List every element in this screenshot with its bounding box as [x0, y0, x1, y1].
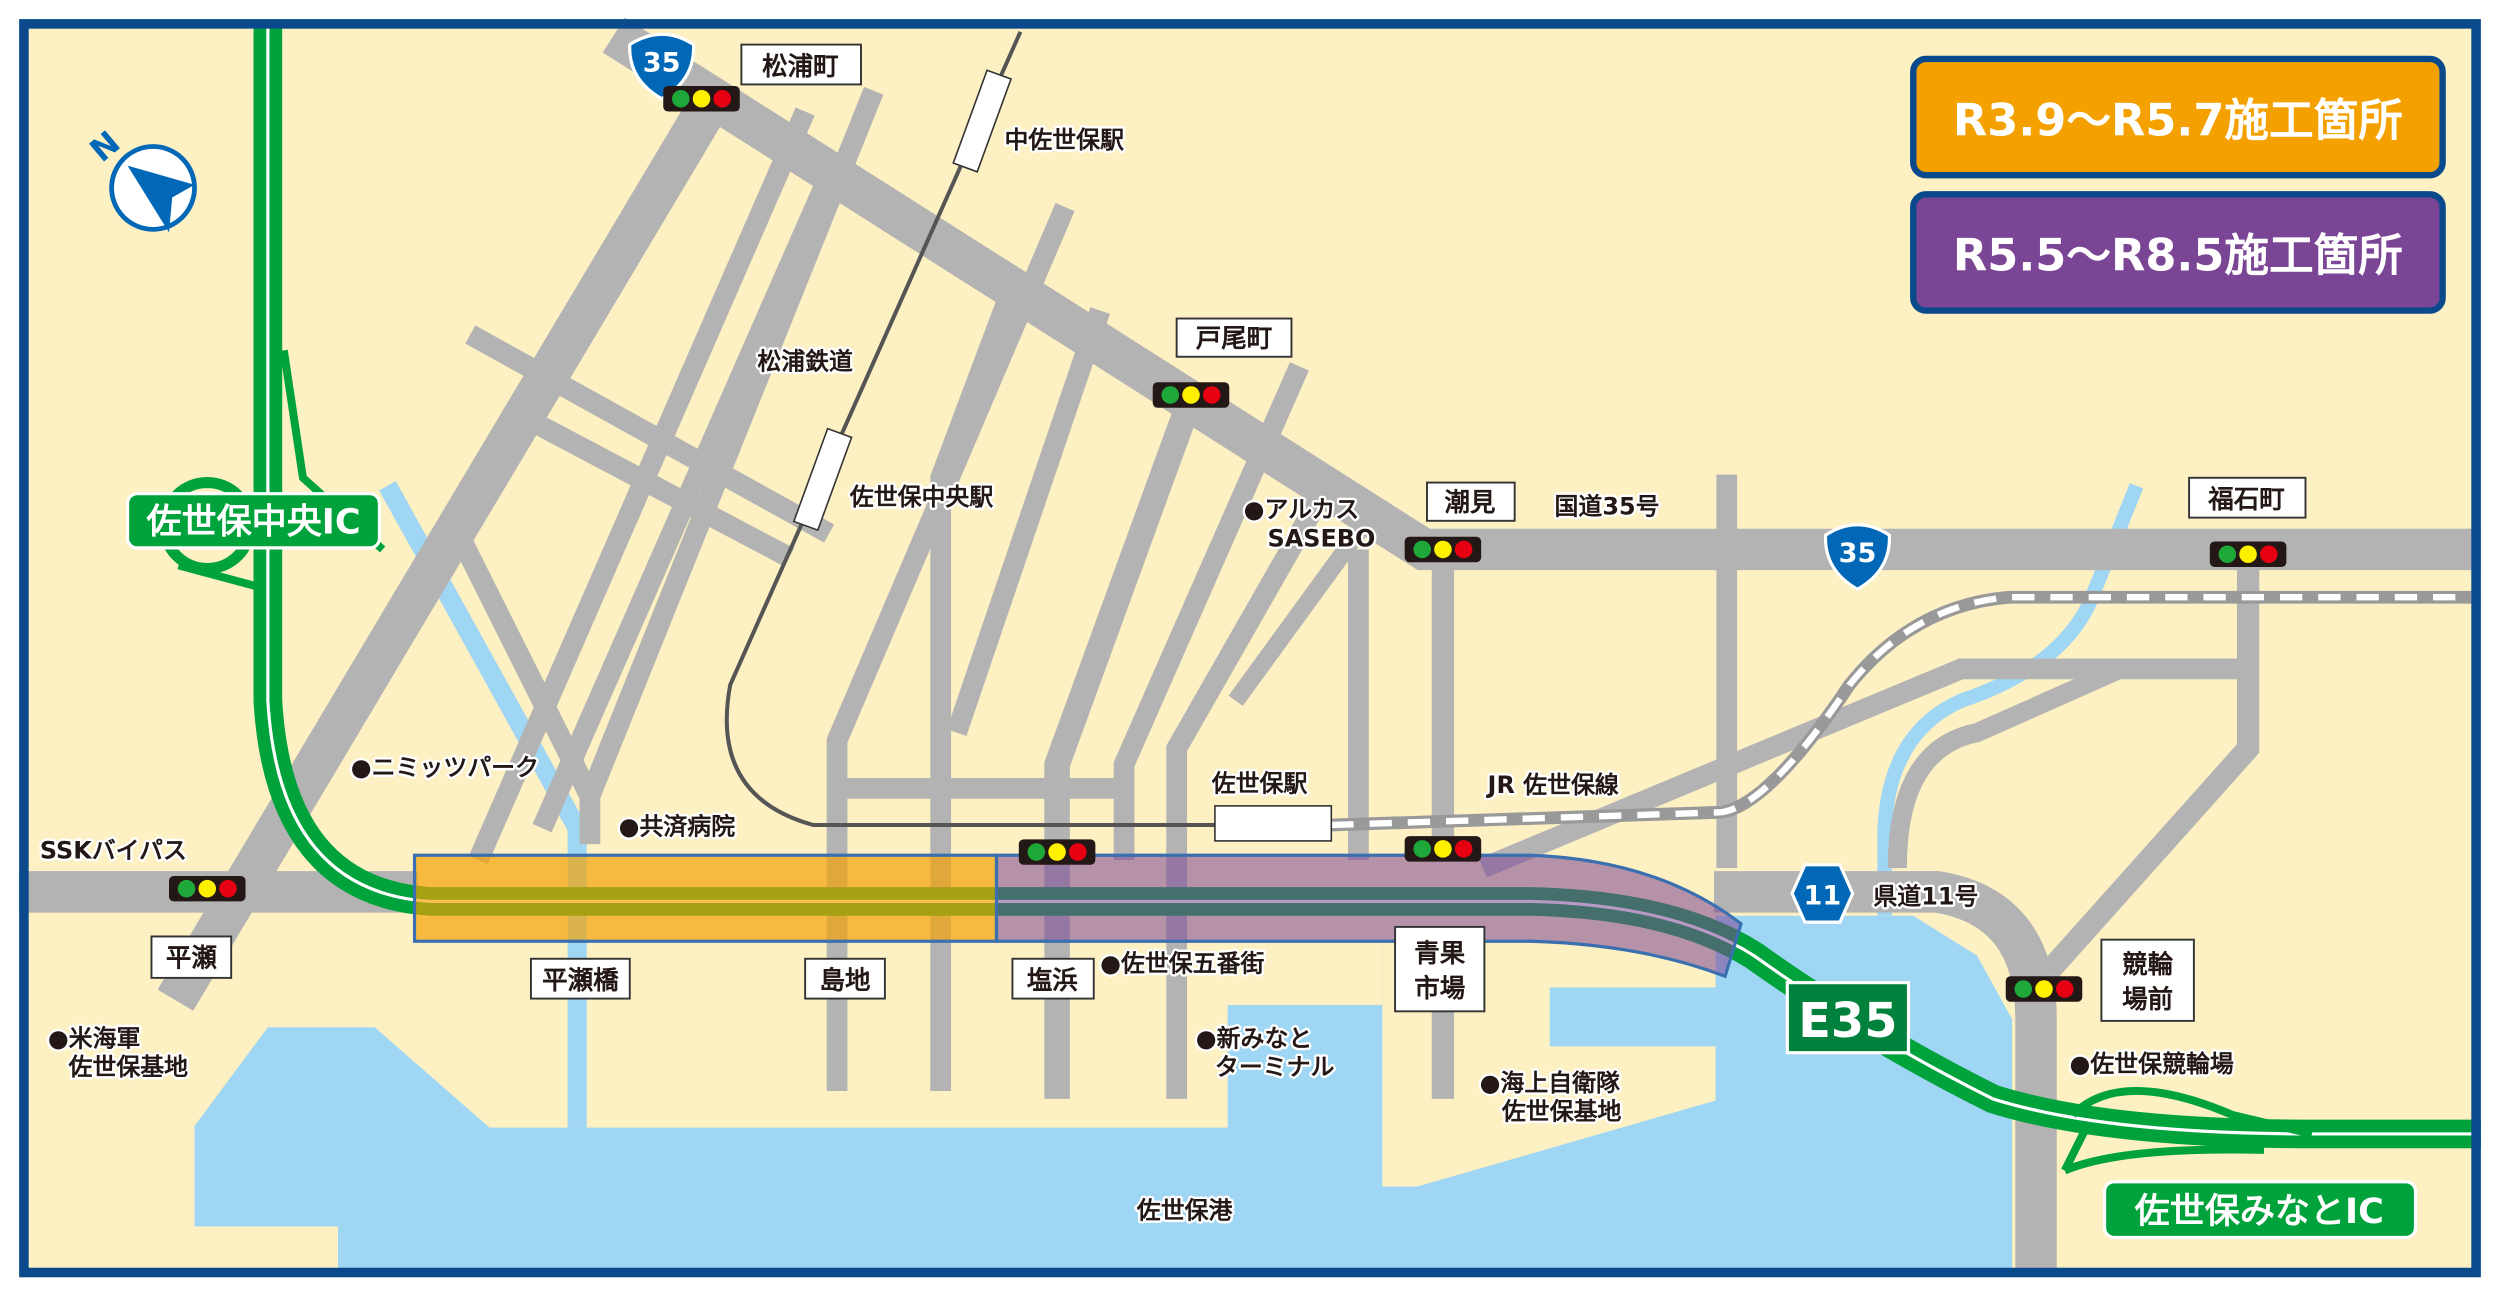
svg-text:松浦町: 松浦町 [762, 52, 838, 82]
intersection-label: 戸尾町 [1175, 317, 1293, 358]
traffic-signal-icon [1152, 382, 1230, 408]
pref-road11-number: 11 [1804, 881, 1842, 912]
matsuura-railway-line [724, 31, 1215, 827]
label-route35: 国道35号 [1555, 492, 1660, 520]
label-ssk-bypass: SSKバイパス [40, 836, 187, 864]
intersection-label: 島地 [804, 957, 886, 1000]
label-shin-minato-terminal: ターミナル [1215, 1053, 1335, 1081]
svg-text:市場: 市場 [1414, 974, 1465, 1004]
svg-text:場前: 場前 [2122, 985, 2173, 1015]
station-naka-sasebo [952, 69, 1013, 173]
minato-ic-label: 佐世保みなとIC [2102, 1180, 2418, 1240]
place-labels: 中佐世保駅 松浦鉄道 佐世保中央駅 ●アルカス SASEBO 国道35号 佐世保… [37, 124, 2236, 1227]
svg-text:競輪: 競輪 [2122, 950, 2174, 980]
jr-sasebo-line-dash [1331, 594, 2481, 829]
river [379, 481, 587, 1128]
pref-road11-hexagon-icon: 11 [1790, 863, 1855, 924]
label-us-navy-base: 佐世保基地 [68, 1053, 189, 1081]
intersection-label: 平瀬 [150, 935, 233, 979]
svg-text:福石町: 福石町 [2207, 485, 2284, 515]
intersection-label: 松浦町 [740, 43, 862, 86]
svg-text:塩浜: 塩浜 [1027, 966, 1078, 996]
intersection-label: 潮見 [1426, 481, 1516, 522]
harbor-water [194, 915, 2013, 1275]
label-jr-line: JR 佐世保線 [1486, 771, 1619, 799]
legend-phase1-label: R3.9〜R5.7施工箇所 [1953, 94, 2403, 146]
traffic-signals [169, 86, 2287, 1002]
traffic-signal-icon [2005, 976, 2083, 1002]
label-keirin-track: ●佐世保競輪場 [2070, 1050, 2234, 1078]
label-kyosai-hospital: ●共済病院 [619, 813, 736, 841]
station-sasebo-chuo [792, 427, 853, 532]
route35-shield-icon: 35 [628, 32, 696, 101]
station-sasebo [1214, 805, 1333, 842]
intersection-label: 塩浜 [1011, 957, 1095, 1000]
label-arkas: ●アルカス [1244, 496, 1360, 524]
label-matsuura-railway: 松浦鉄道 [757, 348, 853, 376]
svg-text:平瀬橋: 平瀬橋 [542, 966, 619, 996]
svg-text:戸尾町: 戸尾町 [1196, 324, 1272, 354]
label-us-navy: ●米海軍 [48, 1024, 141, 1052]
label-pref-road11: 県道11号 [1873, 883, 1978, 911]
central-ic-label: 佐世保中央IC [125, 492, 382, 550]
traffic-signal-icon [663, 86, 740, 112]
intersection-label: 福石町 [2188, 476, 2307, 519]
map-border [19, 19, 2481, 1278]
label-nimitz-park: ●ニミッツパーク [351, 754, 539, 782]
label-shin-minato: ●新みなと [1196, 1024, 1312, 1052]
label-naka-sasebo-station: 中佐世保駅 [1004, 126, 1124, 154]
legend-phase2: R5.5〜R8.5施工箇所 [1910, 191, 2446, 314]
label-jmsdf-base: 佐世保基地 [1501, 1098, 1622, 1126]
traffic-signal-icon [1404, 536, 1482, 563]
expressway-e35-sign: E35 [1785, 981, 1911, 1055]
label-sasebo-chuo-station: 佐世保中央駅 [849, 483, 994, 511]
svg-text:佐世保中央IC: 佐世保中央IC [145, 502, 360, 543]
label-jmsdf: ●海上自衛隊 [1480, 1069, 1620, 1097]
legend-phase1: R3.9〜R5.7施工箇所 [1910, 55, 2446, 179]
svg-text:青果: 青果 [1414, 939, 1466, 969]
road-network [19, 17, 2481, 1275]
legend-phase2-label: R5.5〜R8.5施工箇所 [1953, 230, 2403, 282]
construction-phase2-area [994, 853, 1743, 979]
label-gobangai: ●佐世保五番街 [1100, 950, 1264, 978]
traffic-signal-icon [2209, 541, 2287, 567]
label-sasebo-station: 佐世保駅 [1211, 770, 1308, 798]
label-harbor: 佐世保港 [1136, 1196, 1234, 1224]
intersection-label: 平瀬橋 [529, 957, 631, 1000]
route35-shield-icon: 35 [1823, 523, 1891, 592]
e35-label: E35 [1798, 994, 1897, 1049]
construction-phase1-area [412, 853, 999, 943]
svg-text:島地: 島地 [820, 966, 872, 996]
route35-number: 35 [1839, 538, 1877, 569]
river [1877, 483, 2144, 916]
svg-text:平瀬: 平瀬 [166, 944, 218, 974]
traffic-signal-icon [169, 875, 246, 902]
svg-text:潮見: 潮見 [1445, 488, 1496, 518]
traffic-signal-icon [1018, 839, 1096, 865]
traffic-signal-icon [1404, 836, 1482, 862]
route35-number: 35 [643, 48, 681, 79]
label-arkas-sasebo: SASEBO [1268, 524, 1376, 552]
svg-text:佐世保みなとIC: 佐世保みなとIC [2134, 1191, 2384, 1232]
